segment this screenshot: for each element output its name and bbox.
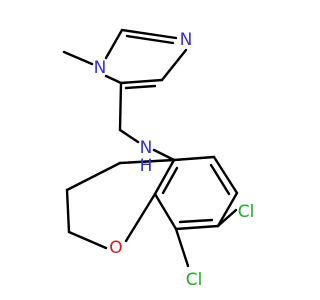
benzene-double-c9a-c5a [161, 166, 179, 195]
structure-svg: N N N H O Cl Cl [62, 28, 255, 290]
oxepane-bond-c9a-o [124, 192, 157, 243]
benzene-bond-c8-c9 [174, 224, 220, 231]
imidazole-bond-c2-n3 [120, 28, 178, 40]
imidazole-bond-n3-c4 [160, 48, 188, 82]
atom-n-imidazole: N [180, 30, 193, 50]
linker-bond-c5-ch2 [118, 81, 123, 132]
imidazole-bond-c5-n1 [104, 74, 123, 85]
benzene-double-c6-c7 [209, 163, 231, 196]
oxepane-bond-c3-c4 [65, 161, 122, 192]
bonds-layer [62, 28, 239, 268]
atom-n-amine-hydrogen: H [140, 156, 153, 176]
imidazole-double-c4-c5 [124, 84, 157, 90]
atom-labels-layer: N N N H O Cl Cl [94, 30, 255, 290]
benzene-bond-c7-c8 [216, 191, 239, 228]
benzene-bond-c9-c9a [153, 192, 178, 231]
chlorine-bond-upper [216, 208, 238, 228]
atom-n-amine: N [140, 138, 153, 158]
benzene-double-c8-c9 [178, 218, 214, 224]
atom-n-imidazole-methyl: N [94, 58, 107, 78]
imidazole-bond-n1-c2 [104, 28, 124, 60]
oxepane-bond-o-c2 [67, 230, 108, 250]
imidazole-double-c2-n3 [125, 34, 175, 45]
benzene-bond-c5a-c6 [172, 155, 216, 162]
molecule-diagram: N N N H O Cl Cl [62, 28, 255, 290]
atom-cl-upper: Cl [238, 202, 255, 222]
chlorine-bond-lower [174, 227, 190, 268]
methyl-bond [62, 50, 94, 66]
oxepane-bond-c4-c5 [118, 158, 176, 165]
benzene-bond-c9a-c5a [153, 158, 176, 196]
atom-o-ring: O [109, 238, 122, 258]
amine-bond-nh-c5 [152, 148, 176, 162]
atom-cl-lower: Cl [186, 270, 203, 290]
benzene-bond-c6-c7 [212, 155, 239, 195]
imidazole-bond-c4-c5 [119, 78, 164, 85]
linker-bond-ch2-nh [118, 128, 140, 144]
oxepane-bond-c2-c3 [65, 188, 71, 234]
